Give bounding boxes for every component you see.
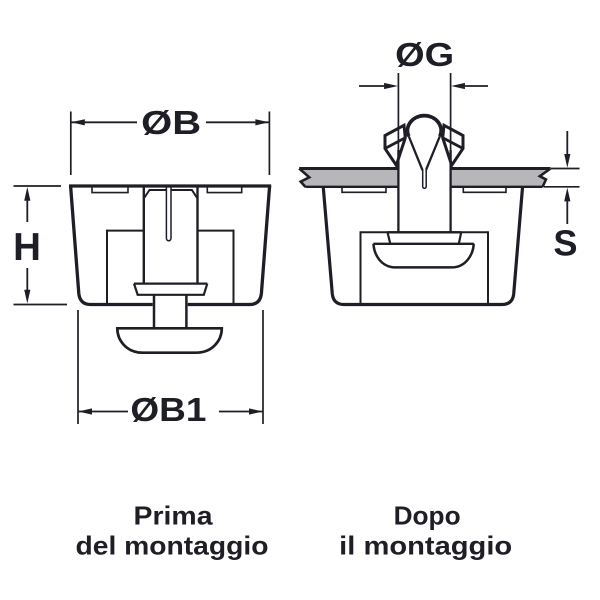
- svg-text:ØB: ØB: [141, 104, 201, 141]
- svg-text:del montaggio: del montaggio: [76, 531, 269, 561]
- svg-text:il montaggio: il montaggio: [339, 531, 512, 561]
- svg-text:Dopo: Dopo: [394, 500, 461, 530]
- svg-text:ØB1: ØB1: [130, 391, 206, 428]
- svg-text:S: S: [553, 223, 577, 264]
- svg-text:ØG: ØG: [395, 36, 454, 73]
- svg-text:H: H: [13, 226, 41, 269]
- svg-text:Prima: Prima: [134, 500, 214, 530]
